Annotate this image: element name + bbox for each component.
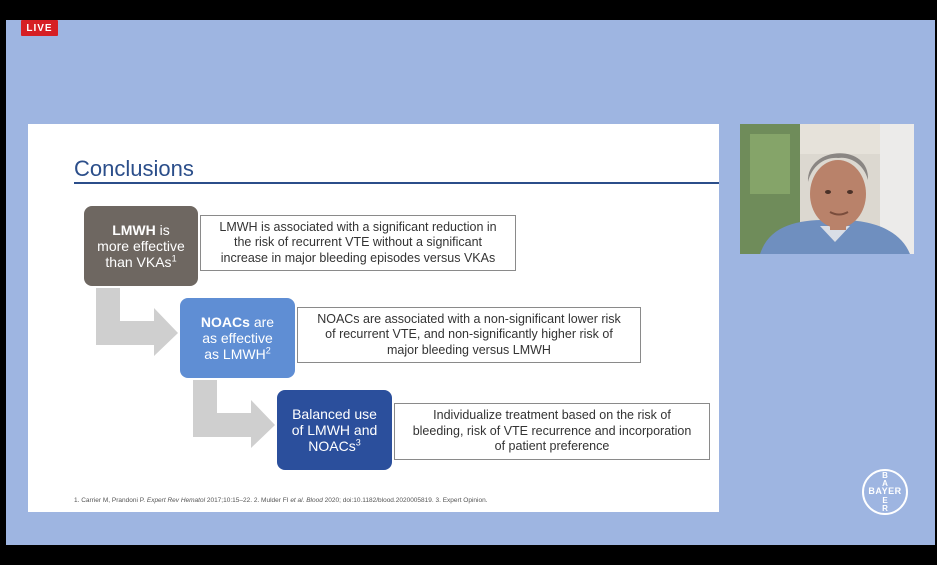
step-noacs-ref: 2	[265, 345, 271, 356]
step-balanced-line2: of LMWH and	[291, 422, 378, 438]
description-balanced: Individualize treatment based on the ris…	[394, 403, 710, 460]
step-noacs-bold: NOACs	[200, 314, 250, 330]
live-badge: LIVE	[21, 20, 58, 36]
step-noacs-box: NOACs are as effective as LMWH2	[180, 298, 295, 378]
speaker-video-frame	[740, 124, 914, 254]
top-letterbox	[0, 0, 937, 20]
description-line: of recurrent VTE, and non-significantly …	[325, 327, 613, 342]
bayer-logo-horizontal: BAYER	[868, 486, 902, 496]
footnote-text: 1. Carrier M, Prandoni P.	[74, 497, 147, 504]
step-noacs-text: are	[249, 314, 275, 330]
description-line: bleeding, risk of VTE recurrence and inc…	[412, 423, 692, 438]
logo-letter: A	[882, 479, 888, 489]
footnote-text: 2020; doi:10.1182/blood.2020005819. 3. E…	[322, 497, 488, 504]
step-balanced-box: Balanced use of LMWH and NOACs3	[277, 390, 392, 470]
footnote-etal: et al.	[290, 497, 305, 504]
description-noacs: NOACs are associated with a non-signific…	[297, 307, 641, 363]
presentation-slide: Conclusions LMWH is more effective than …	[28, 124, 719, 512]
step-balanced-line1: Balanced use	[292, 406, 377, 422]
description-line: of patient preference	[494, 439, 610, 454]
step-noacs-line2: as effective	[202, 330, 273, 346]
step-balanced-line3: NOACs	[308, 438, 356, 454]
arrow-step1-to-step2	[96, 288, 178, 356]
description-line: the risk of recurrent VTE without a sign…	[233, 235, 483, 250]
logo-letter: E	[882, 495, 888, 505]
logo-letter: B	[882, 471, 888, 480]
arrow-step2-to-step3	[193, 380, 275, 448]
description-line: increase in major bleeding episodes vers…	[220, 250, 496, 265]
description-line: NOACs are associated with a non-signific…	[317, 311, 621, 326]
step-lmwh-ref: 1	[171, 253, 177, 264]
bottom-letterbox	[0, 545, 937, 565]
bayer-logo: B A Y E R BAYER	[862, 469, 908, 515]
footnote-text: 2017;10:15–22. 2. Mulder FI	[205, 497, 291, 504]
description-line: Individualize treatment based on the ris…	[433, 408, 671, 423]
slide-footnote: 1. Carrier M, Prandoni P. Expert Rev Hem…	[74, 497, 488, 504]
step-noacs-line3: as LMWH	[204, 346, 266, 362]
step-lmwh-box: LMWH is more effective than VKAs1	[84, 206, 198, 286]
step-lmwh-line2: more effective	[97, 238, 185, 254]
step-lmwh-text: is	[155, 222, 170, 238]
footnote-journal: Expert Rev Hematol	[146, 497, 206, 504]
step-balanced-ref: 3	[355, 437, 361, 448]
footnote-journal: Blood	[304, 497, 323, 504]
logo-letter: R	[882, 504, 888, 514]
slide-title: Conclusions	[74, 156, 194, 181]
description-line: LMWH is associated with a significant re…	[219, 219, 497, 234]
description-lmwh: LMWH is associated with a significant re…	[200, 215, 516, 271]
description-line: major bleeding versus LMWH	[387, 342, 551, 357]
step-lmwh-bold: LMWH	[112, 222, 156, 238]
bayer-logo-vertical: B A Y E R	[879, 471, 891, 514]
speaker-webcam	[740, 124, 914, 254]
title-divider	[74, 182, 719, 184]
step-lmwh-line3: than VKAs	[105, 254, 172, 270]
